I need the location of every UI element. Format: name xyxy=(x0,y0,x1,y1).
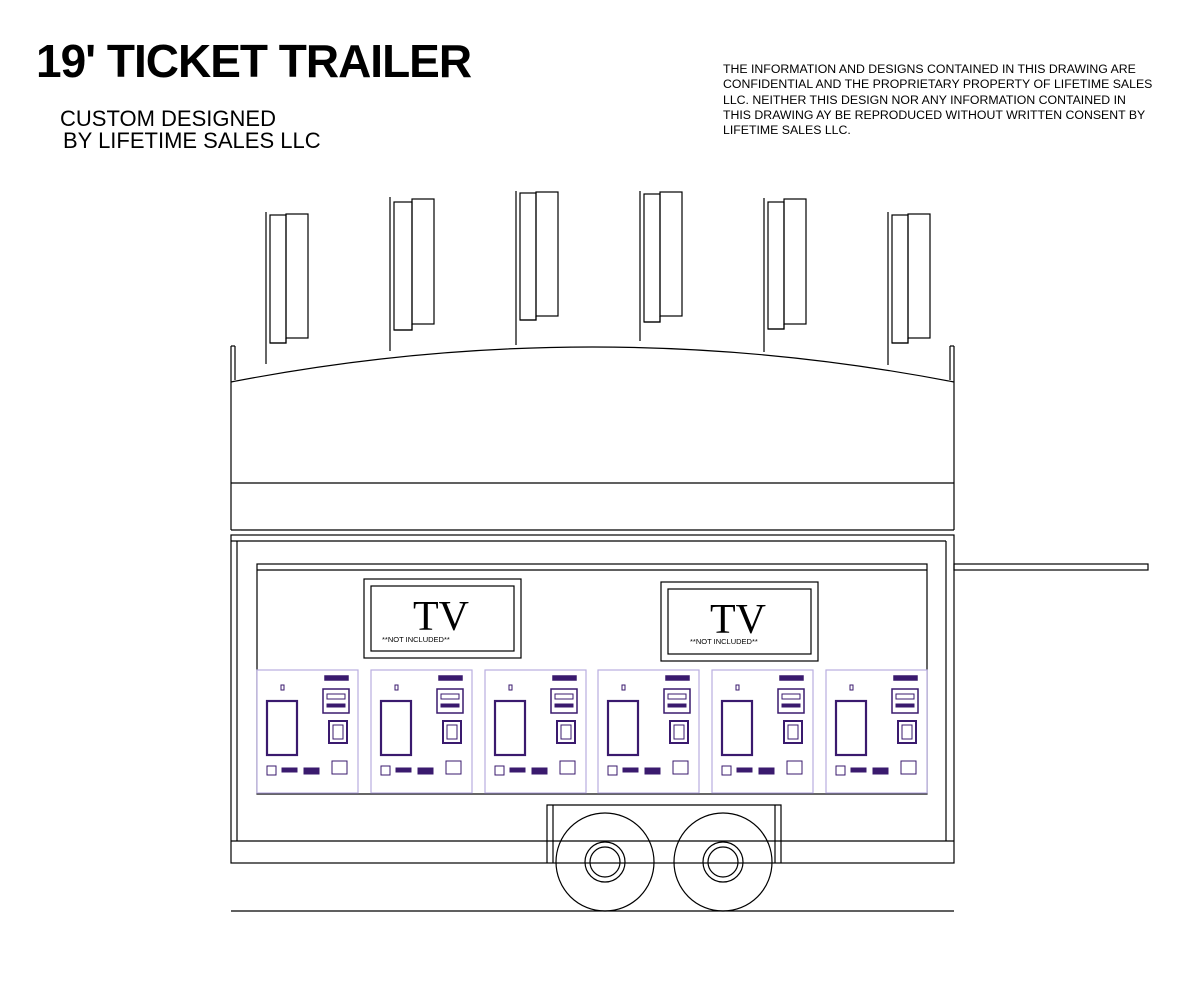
keypad xyxy=(328,720,348,744)
coin-slot xyxy=(509,767,526,773)
card-reader xyxy=(322,688,350,714)
roof-light xyxy=(639,191,683,341)
trailer-body xyxy=(230,534,955,864)
kiosk-panel xyxy=(825,669,928,794)
drawing-title: 19' TICKET TRAILER xyxy=(36,35,472,87)
card-reader xyxy=(550,688,578,714)
kiosk-panel xyxy=(370,669,473,794)
kiosk-screen xyxy=(834,699,868,757)
tv-label: TV xyxy=(413,594,469,640)
indicator-light xyxy=(849,684,854,691)
tv-not-included-note: **NOT INCLUDED** xyxy=(690,637,758,646)
bottom-button xyxy=(266,765,277,776)
keypad xyxy=(783,720,803,744)
indicator-light xyxy=(735,684,740,691)
bill-slot xyxy=(758,767,775,775)
bottom-button xyxy=(721,765,732,776)
tv-screen-2: TV **NOT INCLUDED** xyxy=(660,581,819,662)
roof-light xyxy=(763,198,807,352)
bill-slot xyxy=(531,767,548,775)
receipt-slot xyxy=(779,675,804,681)
kiosk-screen xyxy=(493,699,527,757)
indicator-light xyxy=(621,684,626,691)
roof-light xyxy=(515,191,559,345)
kiosk-panel xyxy=(711,669,814,794)
keypad xyxy=(669,720,689,744)
credit-line-2: BY LIFETIME SALES LLC xyxy=(63,128,321,153)
tv-label: TV xyxy=(710,597,766,643)
receipt-slot xyxy=(438,675,463,681)
keypad xyxy=(897,720,917,744)
indicator-light xyxy=(280,684,285,691)
kiosk-screen xyxy=(720,699,754,757)
ticket-tray xyxy=(900,760,917,775)
receipt-slot xyxy=(324,675,349,681)
ticket-kiosks xyxy=(256,669,928,794)
trailer-tongue xyxy=(953,563,1149,571)
roof-light xyxy=(265,212,309,364)
card-reader xyxy=(891,688,919,714)
bill-slot xyxy=(644,767,661,775)
card-reader xyxy=(663,688,691,714)
indicator-light xyxy=(508,684,513,691)
indicator-light xyxy=(394,684,399,691)
receipt-slot xyxy=(665,675,690,681)
keypad xyxy=(442,720,462,744)
bottom-button xyxy=(380,765,391,776)
bottom-button xyxy=(607,765,618,776)
coin-slot xyxy=(281,767,298,773)
designer-credit: CUSTOM DESIGNED BY LIFETIME SALES LLC xyxy=(60,108,321,152)
credit-line-1: CUSTOM DESIGNED xyxy=(60,106,276,131)
bill-slot xyxy=(303,767,320,775)
wheel xyxy=(673,812,773,912)
kiosk-panel xyxy=(484,669,587,794)
wheel xyxy=(555,812,655,912)
card-reader xyxy=(436,688,464,714)
ticket-tray xyxy=(331,760,348,775)
roof-light xyxy=(887,212,931,365)
receipt-slot xyxy=(552,675,577,681)
receipt-slot xyxy=(893,675,918,681)
ticket-tray xyxy=(559,760,576,775)
bill-slot xyxy=(417,767,434,775)
bottom-button xyxy=(835,765,846,776)
ticket-tray xyxy=(786,760,803,775)
kiosk-panel xyxy=(256,669,359,794)
ticket-tray xyxy=(445,760,462,775)
coin-slot xyxy=(622,767,639,773)
roof-light xyxy=(389,197,435,351)
trailer-roof xyxy=(230,345,955,531)
keypad xyxy=(556,720,576,744)
card-reader xyxy=(777,688,805,714)
kiosk-screen xyxy=(265,699,299,757)
kiosk-screen xyxy=(606,699,640,757)
coin-slot xyxy=(736,767,753,773)
kiosk-panel xyxy=(597,669,700,794)
coin-slot xyxy=(850,767,867,773)
bill-slot xyxy=(872,767,889,775)
coin-slot xyxy=(395,767,412,773)
wheel-assembly xyxy=(231,804,954,912)
tv-not-included-note: **NOT INCLUDED** xyxy=(382,635,450,644)
confidentiality-notice: THE INFORMATION AND DESIGNS CONTAINED IN… xyxy=(723,62,1153,138)
tv-screen-1: TV **NOT INCLUDED** xyxy=(363,578,522,659)
bottom-button xyxy=(494,765,505,776)
roof-lights xyxy=(265,191,931,365)
kiosk-screen xyxy=(379,699,413,757)
ticket-tray xyxy=(672,760,689,775)
